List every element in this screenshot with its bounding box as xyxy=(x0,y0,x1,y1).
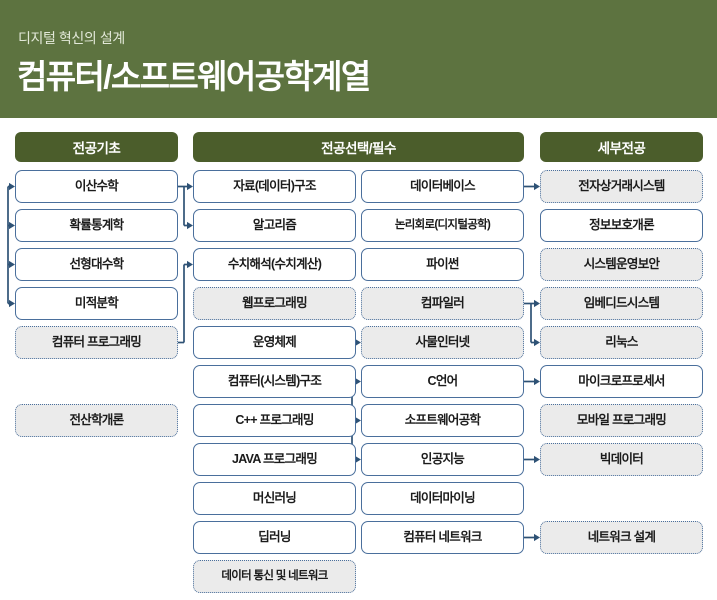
column-header-1: 전공기초 xyxy=(15,132,178,162)
course-box[interactable]: 알고리즘 xyxy=(193,209,356,242)
course-box[interactable]: 데이터베이스 xyxy=(361,170,524,203)
course-box[interactable]: 마이크로프로세서 xyxy=(540,365,703,398)
course-box[interactable]: 소프트웨어공학 xyxy=(361,404,524,437)
course-box[interactable]: 확률통계학 xyxy=(15,209,178,242)
course-box[interactable]: 전자상거래시스템 xyxy=(540,170,703,203)
course-box[interactable]: 모바일 프로그래밍 xyxy=(540,404,703,437)
course-box[interactable]: 컴파일러 xyxy=(361,287,524,320)
course-box[interactable]: 미적분학 xyxy=(15,287,178,320)
course-box[interactable]: 데이터 통신 및 네트워크 xyxy=(193,560,356,593)
page-banner: 디지털 혁신의 설계 컴퓨터/소프트웨어공학계열 xyxy=(0,0,717,118)
course-box[interactable]: 머신러닝 xyxy=(193,482,356,515)
course-box[interactable]: 웹프로그래밍 xyxy=(193,287,356,320)
course-box[interactable]: 자료(데이터)구조 xyxy=(193,170,356,203)
course-box[interactable]: 정보보호개론 xyxy=(540,209,703,242)
course-box[interactable]: 수치해석(수치계산) xyxy=(193,248,356,281)
course-box[interactable]: 사물인터넷 xyxy=(361,326,524,359)
course-box[interactable]: 이산수학 xyxy=(15,170,178,203)
course-box[interactable]: C언어 xyxy=(361,365,524,398)
banner-title: 컴퓨터/소프트웨어공학계열 xyxy=(17,58,371,95)
course-box[interactable]: 인공지능 xyxy=(361,443,524,476)
course-box[interactable]: 임베디드시스템 xyxy=(540,287,703,320)
course-box[interactable]: 컴퓨터 네트워크 xyxy=(361,521,524,554)
column-header-3: 세부전공 xyxy=(540,132,703,162)
column-header-2: 전공선택/필수 xyxy=(193,132,524,162)
course-box[interactable]: 시스템운영보안 xyxy=(540,248,703,281)
course-box[interactable]: 네트워크 설계 xyxy=(540,521,703,554)
course-box[interactable]: 빅데이터 xyxy=(540,443,703,476)
course-box[interactable]: 논리회로(디지털공학) xyxy=(361,209,524,242)
course-box[interactable]: 선형대수학 xyxy=(15,248,178,281)
banner-subtitle: 디지털 혁신의 설계 xyxy=(18,30,125,46)
course-box[interactable]: 컴퓨터(시스템)구조 xyxy=(193,365,356,398)
course-box[interactable]: 컴퓨터 프로그래밍 xyxy=(15,326,178,359)
course-box[interactable]: 리눅스 xyxy=(540,326,703,359)
course-box[interactable]: 딥러닝 xyxy=(193,521,356,554)
course-box[interactable]: 전산학개론 xyxy=(15,404,178,437)
course-box[interactable]: 운영체제 xyxy=(193,326,356,359)
course-box[interactable]: 파이썬 xyxy=(361,248,524,281)
course-box[interactable]: C++ 프로그래밍 xyxy=(193,404,356,437)
course-box[interactable]: JAVA 프로그래밍 xyxy=(193,443,356,476)
course-box[interactable]: 데이터마이닝 xyxy=(361,482,524,515)
